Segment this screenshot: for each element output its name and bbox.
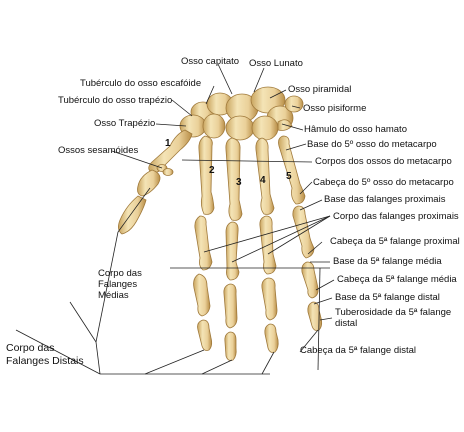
label-tuberculo-trapezio: Tubérculo do osso trapézio [58, 95, 173, 106]
label-hamulo-hamato: Hâmulo do osso hamato [304, 124, 407, 135]
middle-phalanges [193, 261, 319, 329]
label-cabeca-5-falange-distal: Cabeça da 5ª falange distal [300, 345, 417, 356]
label-osso-pisiforme: Osso pisiforme [303, 103, 367, 114]
label-osso-lunato: Osso Lunato [249, 58, 303, 69]
thumb-phalanges [118, 164, 174, 235]
leader-lines [15, 63, 335, 375]
label-base-5-falange-media: Base da 5ª falange média [333, 256, 442, 267]
label-osso-trapezio: Osso Trapézio [94, 118, 156, 129]
label-cabeca-5-falange-proximal: Cabeça da 5ª falange proximal [330, 236, 460, 247]
label-ossos-sesamoides: Ossos sesamóides [58, 145, 139, 156]
label-base-falanges-proximais: Base das falanges proximais [324, 194, 446, 205]
metacarpal-number-4: 4 [260, 175, 266, 186]
label-tuberculo-escafoide: Tubérculo do osso escafóide [80, 78, 202, 89]
label-corpo-falanges-medias: Corpo das Falanges Médias [98, 268, 142, 301]
label-cabeca-5-metacarpo: Cabeça do 5º osso do metacarpo [313, 177, 454, 188]
metacarpal-number-3: 3 [236, 177, 242, 188]
label-osso-capitato: Osso capitato [181, 56, 240, 67]
metacarpal-bones [148, 129, 306, 221]
metacarpal-number-1: 1 [165, 138, 171, 149]
label-corpo-falanges-proximais: Corpo das falanges proximais [333, 211, 459, 222]
label-corpo-falanges-distais: Corpo das Falanges Distais [6, 342, 84, 367]
proximal-phalanges [194, 205, 315, 281]
label-cabeca-5-falange-media: Cabeça da 5ª falange média [337, 274, 457, 285]
label-osso-piramidal: Osso piramidal [288, 84, 352, 95]
label-tuberosidade-5-falange-distal: Tuberosidade da 5ª falange distal [335, 307, 452, 329]
label-base-5-falange-distal: Base da 5ª falange distal [335, 292, 440, 303]
metacarpal-number-5: 5 [286, 171, 292, 182]
metacarpal-number-2: 2 [209, 165, 215, 176]
label-base-5-metacarpo: Base do 5º osso do metacarpo [307, 139, 437, 150]
distal-phalanges [197, 301, 323, 361]
carpal-bones [179, 86, 304, 141]
label-corpos-metacarpo: Corpos dos ossos do metacarpo [315, 156, 452, 167]
